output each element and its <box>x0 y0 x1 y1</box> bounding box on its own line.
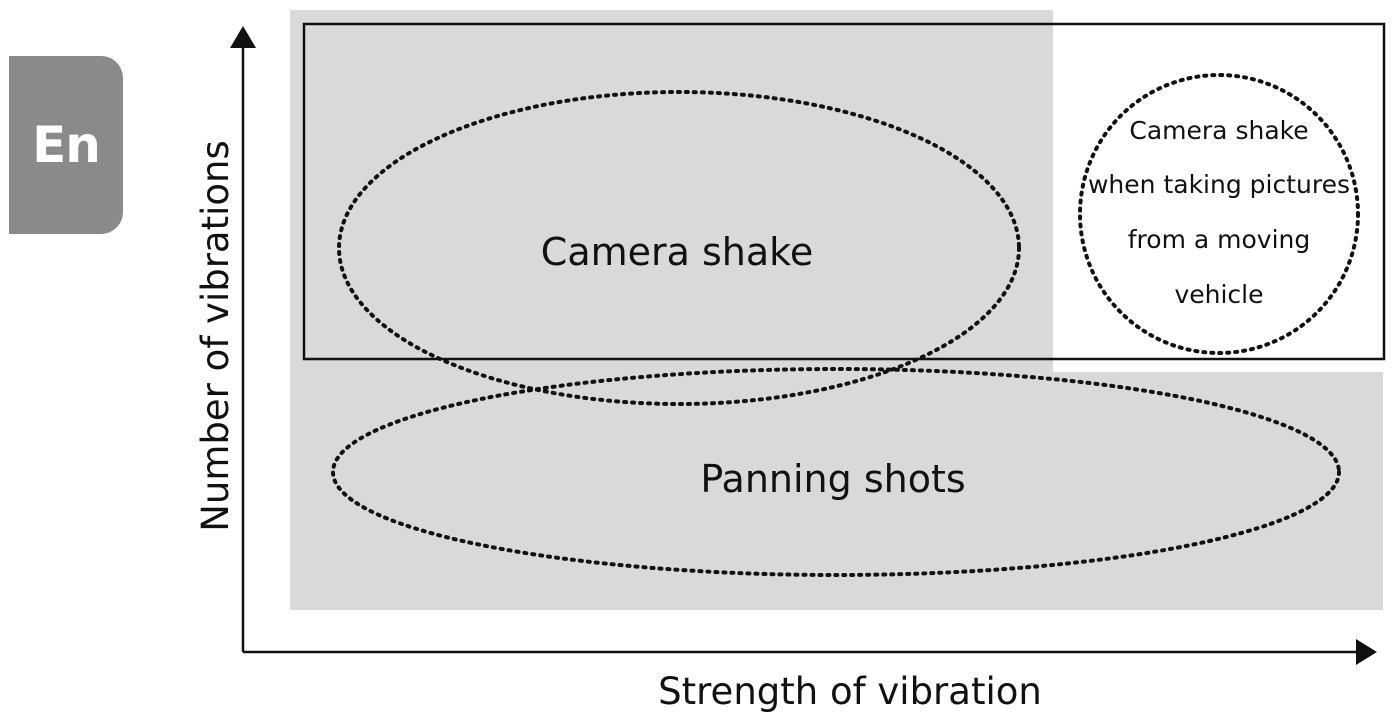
moving-vehicle-label-line-2: when taking pictures <box>1088 170 1350 199</box>
moving-vehicle-circle <box>1078 73 1360 355</box>
moving-vehicle-label-line-1: Camera shake <box>1129 116 1308 145</box>
moving-vehicle-label-line-3: from a moving <box>1128 225 1311 254</box>
camera-shake-ellipse <box>337 90 1021 406</box>
panning-shots-label: Panning shots <box>700 457 965 501</box>
y-axis-label: Number of vibrations <box>194 140 237 532</box>
camera-shake-label: Camera shake <box>541 230 813 274</box>
panning-shots-ellipse <box>331 367 1341 577</box>
lower-region <box>290 372 1383 610</box>
x-axis-label: Strength of vibration <box>658 670 1042 713</box>
moving-vehicle-label-line-4: vehicle <box>1174 280 1263 309</box>
language-tab: En <box>9 56 123 234</box>
high-frequency-frame <box>302 22 1386 361</box>
y-axis-arrow <box>230 26 256 48</box>
x-axis-arrow <box>1356 639 1377 665</box>
language-tab-label: En <box>32 116 101 174</box>
